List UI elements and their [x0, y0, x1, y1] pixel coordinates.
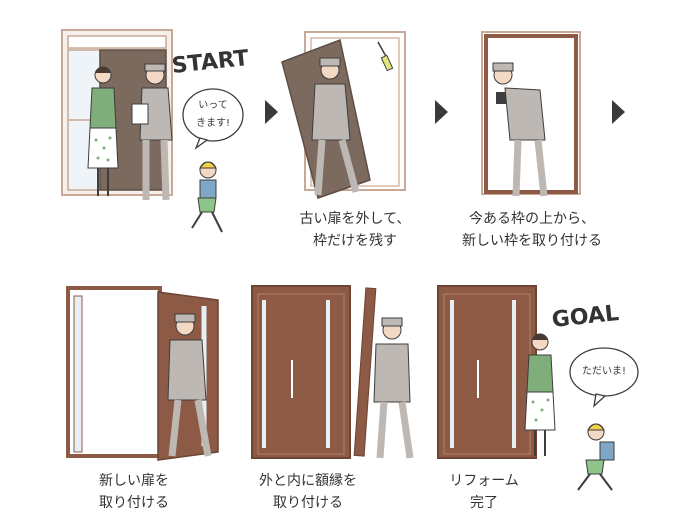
mother-cardigan — [89, 87, 117, 129]
panel-install-trim — [251, 285, 414, 459]
finished-door — [437, 285, 537, 459]
worker-body — [504, 87, 546, 141]
step-1-caption-line1: 古い扉を外して、 — [299, 211, 411, 227]
worker-body — [373, 343, 411, 403]
step-5-caption-line2: 完了 — [470, 495, 498, 511]
child-yellow-hat — [199, 161, 217, 169]
panel-remove-door — [281, 31, 406, 199]
bubble-start-line2: きます! — [195, 118, 230, 129]
new-frame — [66, 286, 162, 458]
worker-cap — [144, 63, 166, 72]
new-door-closed — [251, 285, 351, 459]
panel-install-door — [66, 286, 219, 461]
bubble-goal: ただいま! — [581, 366, 626, 377]
bubble-start-line1: いって — [198, 100, 228, 111]
trim-board — [353, 287, 377, 457]
step-arrow-2 — [435, 100, 448, 124]
worker-body — [167, 339, 207, 401]
step-3-caption-line2: 取り付ける — [99, 495, 169, 511]
child-yellow-hat — [587, 423, 605, 431]
new-frame — [484, 34, 578, 194]
speech-bubble-goal-tail — [593, 393, 607, 408]
panel-goal — [437, 285, 615, 491]
child-backpack — [599, 441, 615, 461]
step-3-caption-line1: 新しい扉を — [99, 473, 169, 489]
panel-start — [61, 29, 223, 233]
mother-cardigan — [526, 354, 554, 393]
step-1-caption-line2: 枠だけを残す — [313, 233, 397, 249]
step-5-caption-line1: リフォーム — [449, 473, 519, 489]
step-2-caption-line2: 新しい枠を取り付ける — [462, 233, 602, 249]
panel-install-frame — [481, 31, 581, 197]
step-2-caption-line1: 今ある枠の上から、 — [469, 211, 595, 227]
child-backpack — [199, 179, 217, 199]
worker-body — [311, 83, 351, 141]
mother-hair — [95, 66, 111, 73]
drill-icon — [496, 92, 506, 104]
step-arrow-1 — [265, 100, 278, 124]
speech-bubble-start — [182, 88, 244, 142]
clipboard — [131, 103, 149, 125]
speech-bubble-start-tail — [194, 137, 209, 150]
step-4-caption-line2: 取り付ける — [273, 495, 343, 511]
step-4-caption-line1: 外と内に額縁を — [259, 473, 357, 489]
step-arrow-3 — [612, 100, 625, 124]
transom — [67, 35, 167, 49]
side-glass-slit — [73, 295, 83, 453]
